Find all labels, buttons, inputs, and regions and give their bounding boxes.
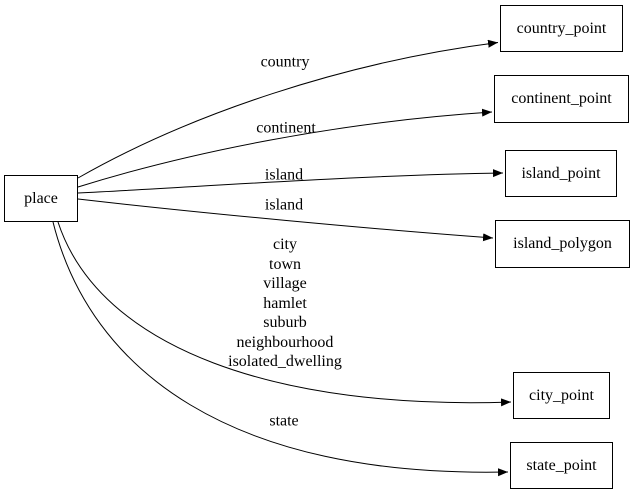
node-island-polygon-label: island_polygon: [513, 235, 612, 252]
node-place-label: place: [24, 189, 58, 207]
edge-place-city-point: [57, 221, 512, 407]
node-place: place: [4, 175, 78, 222]
node-continent-point: continent_point: [494, 75, 629, 123]
node-country-point: country_point: [500, 5, 623, 52]
node-continent-point-label: continent_point: [511, 90, 612, 107]
edge-label-island-polygon: island: [264, 196, 304, 214]
edge-label-city-group: city town village hamlet suburb neighbou…: [228, 235, 342, 370]
node-island-point-label: island_point: [521, 164, 601, 182]
edge-label-country: country: [260, 53, 310, 71]
edge-place-country-point: [77, 39, 499, 179]
node-island-point: island_point: [505, 150, 617, 197]
edge-place-continent-point: [77, 108, 493, 188]
edge-place-island-point: [77, 169, 504, 194]
edge-place-state-point: [52, 221, 509, 477]
node-city-point-label: city_point: [529, 386, 594, 404]
node-city-point: city_point: [513, 372, 610, 419]
node-state-point: state_point: [510, 442, 613, 489]
node-state-point-label: state_point: [526, 456, 597, 474]
edge-place-island-polygon: [77, 198, 494, 242]
node-island-polygon: island_polygon: [495, 220, 630, 268]
edge-label-state: state: [269, 412, 299, 430]
edge-label-island-point: island: [264, 166, 304, 184]
edge-label-continent: continent: [256, 119, 316, 137]
node-country-point-label: country_point: [516, 19, 607, 37]
